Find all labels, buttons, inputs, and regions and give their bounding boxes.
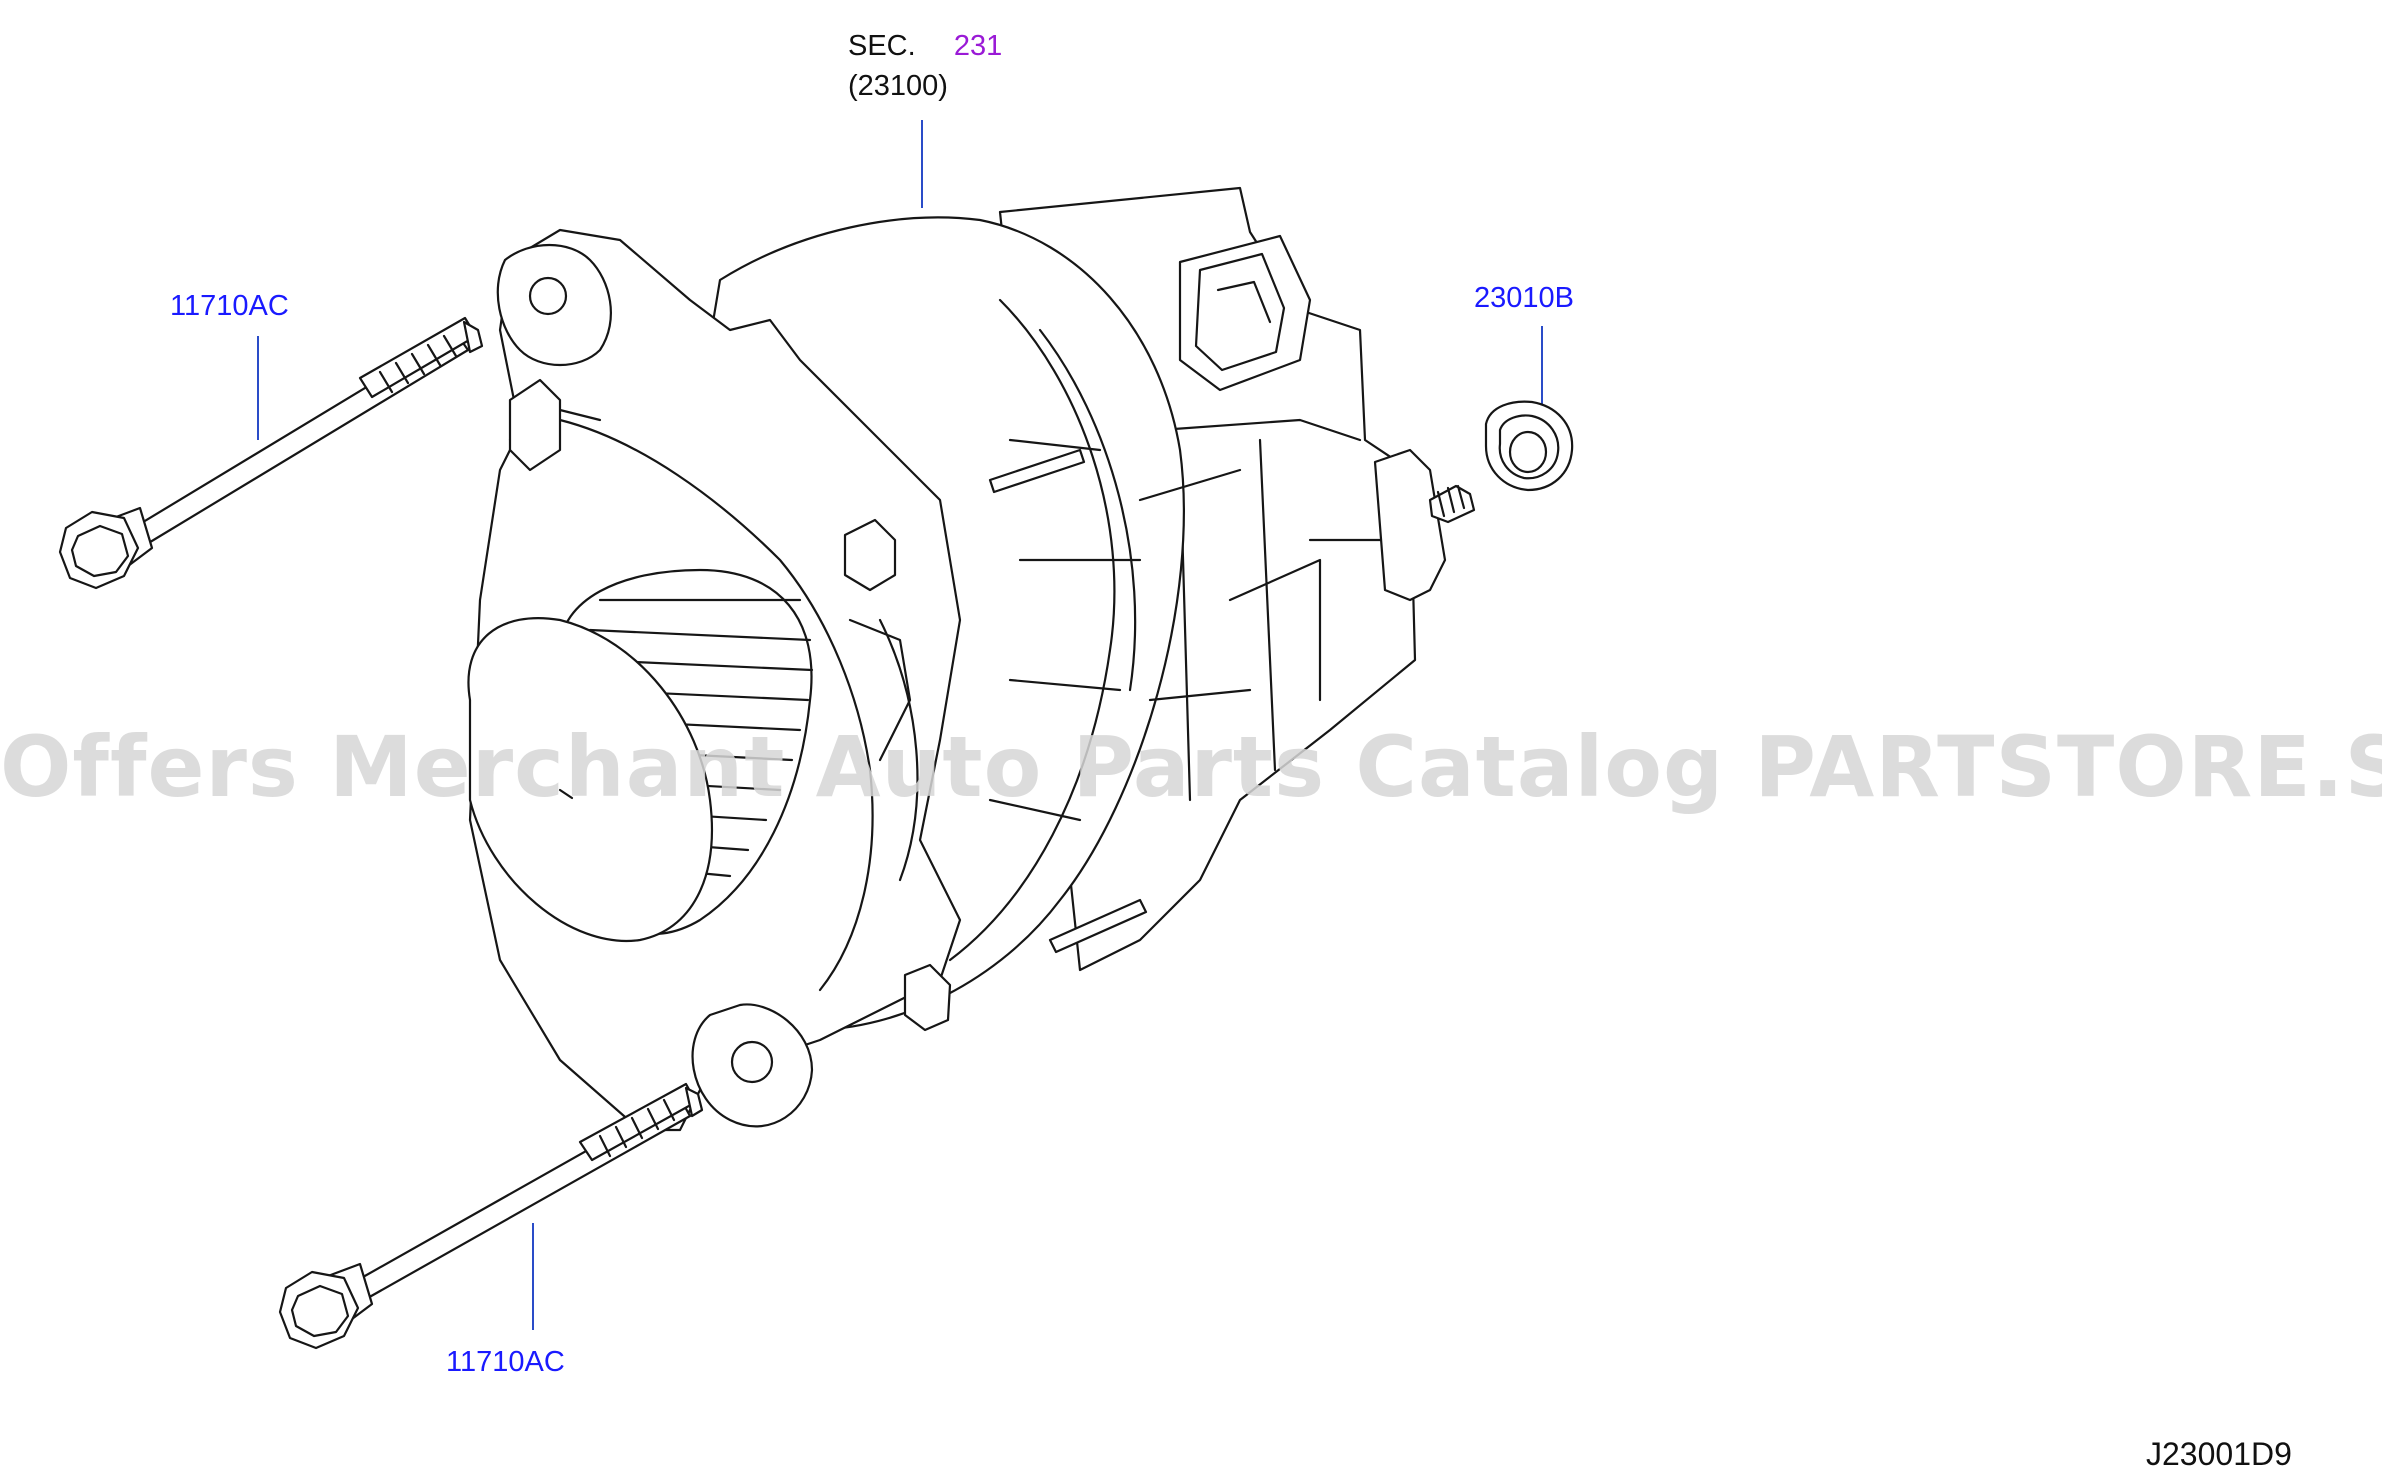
bolt-bottom-drawing bbox=[278, 1082, 704, 1350]
section-number-link[interactable]: 231 bbox=[953, 30, 1003, 62]
alternator-drawing bbox=[467, 186, 1476, 1132]
nut-drawing bbox=[1484, 400, 1574, 492]
section-callout: SEC. 231 bbox=[848, 32, 1002, 61]
diagram-code: J23001D9 bbox=[2146, 1436, 2292, 1472]
section-prefix: SEC. bbox=[848, 30, 916, 62]
bolt-top-drawing bbox=[58, 316, 484, 590]
watermark-text: Offers Merchant Auto Parts Catalog PARTS… bbox=[0, 718, 2382, 816]
part-link-bolt-top[interactable]: 11710AC bbox=[170, 290, 289, 322]
section-sub-number: (23100) bbox=[848, 70, 948, 102]
part-link-nut[interactable]: 23010B bbox=[1474, 282, 1574, 314]
part-link-bolt-bottom[interactable]: 11710AC bbox=[446, 1346, 565, 1378]
